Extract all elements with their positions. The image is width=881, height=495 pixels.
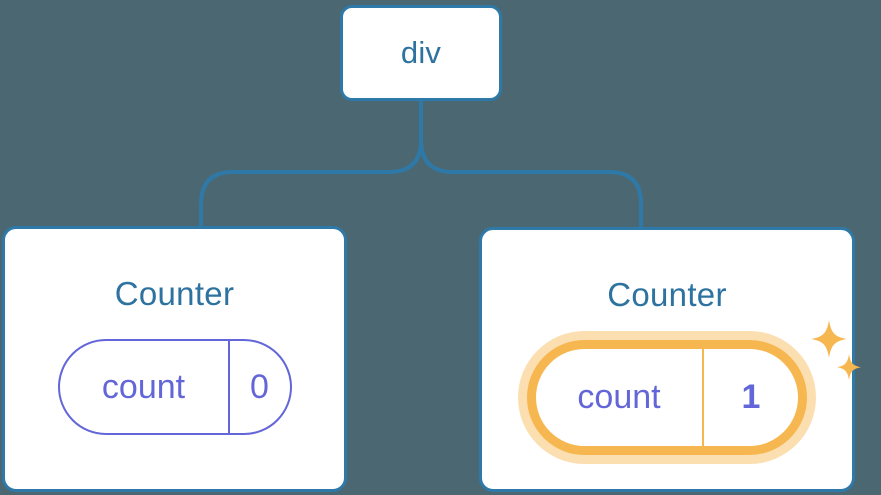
card-title: Counter: [114, 275, 235, 312]
state-key: count: [577, 378, 661, 416]
node-root-div[interactable]: div: [340, 5, 502, 101]
state-pill-highlighted[interactable]: count 1: [527, 340, 807, 455]
sparkle-large-icon: [811, 320, 847, 358]
state-pill[interactable]: count 0: [57, 339, 292, 435]
state-pill-wrapper: count 0: [57, 339, 292, 435]
connector-right-branch: [419, 99, 643, 230]
node-counter-left[interactable]: Counter count 0: [2, 226, 347, 492]
card-title: Counter: [607, 276, 727, 313]
root-label: div: [400, 35, 442, 70]
state-value: 1: [702, 349, 798, 446]
state-value: 0: [227, 341, 290, 433]
state-key: count: [101, 367, 186, 406]
state-value-text: 1: [741, 378, 761, 416]
state-pill-wrapper-highlighted: count 1: [527, 320, 861, 455]
node-counter-right[interactable]: Counter count 1: [479, 227, 861, 492]
connector-left-branch: [199, 99, 423, 230]
